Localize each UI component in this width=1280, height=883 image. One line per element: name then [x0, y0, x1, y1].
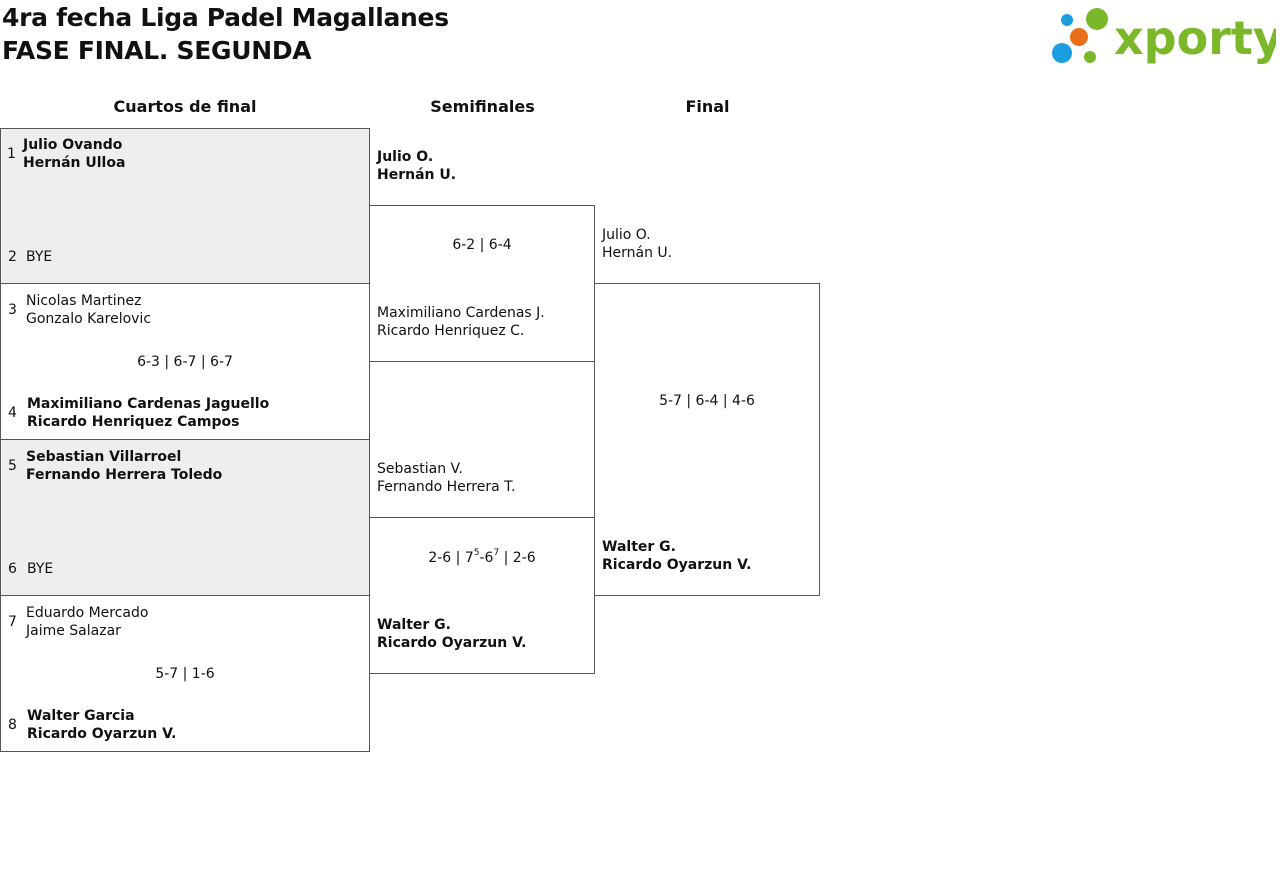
team-player: Walter G. — [602, 539, 676, 555]
team-player: Eduardo Mercado — [26, 605, 149, 621]
team-player: Sebastian Villarroel — [26, 449, 182, 465]
seed-number: 3 — [8, 302, 17, 318]
seed-number: 7 — [8, 614, 17, 630]
logo-text: xporty — [1114, 11, 1276, 65]
round-header-final: Final — [685, 97, 730, 116]
team-player: Hernán U. — [602, 245, 673, 261]
xporty-logo[interactable]: xporty — [1050, 4, 1276, 68]
seed-number: 6 — [8, 561, 17, 577]
team-player: BYE — [26, 249, 53, 265]
team-player: Ricardo Oyarzun V. — [602, 557, 752, 573]
match-score: 5-7 | 6-4 | 4-6 — [659, 393, 755, 409]
team-player: BYE — [27, 561, 54, 577]
page-title: 4ra fecha Liga Padel Magallanes — [2, 3, 449, 32]
team-player: Hernán U. — [377, 167, 457, 183]
team-player: Ricardo Henriquez Campos — [27, 414, 240, 430]
match-score: 6-2 | 6-4 — [452, 237, 512, 253]
quarterfinal-match-1[interactable] — [0, 128, 370, 284]
team-player: Jaime Salazar — [26, 623, 121, 639]
match-score: 6-3 | 6-7 | 6-7 — [137, 354, 233, 370]
team-player: Julio O. — [377, 149, 434, 165]
team-player: Walter G. — [377, 617, 451, 633]
team-player: Ricardo Henriquez C. — [377, 323, 525, 339]
team-player: Julio Ovando — [23, 137, 123, 153]
team-player: Fernando Herrera Toledo — [26, 467, 223, 483]
match-score: 2-6 | 75-67 | 2-6 — [428, 548, 536, 566]
team-player: Fernando Herrera T. — [377, 479, 516, 495]
round-header-semifinals: Semifinales — [430, 97, 535, 116]
team-player: Hernán Ulloa — [23, 155, 126, 171]
team-player: Gonzalo Karelovic — [26, 311, 152, 327]
team-player: Ricardo Oyarzun V. — [27, 726, 177, 742]
team-player: Julio O. — [602, 227, 651, 243]
team-player: Maximiliano Cardenas Jaguello — [27, 396, 270, 412]
final-match[interactable] — [594, 283, 820, 596]
page-subtitle: FASE FINAL. SEGUNDA — [2, 36, 312, 65]
team-player: Maximiliano Cardenas J. — [377, 305, 545, 321]
team-player: Ricardo Oyarzun V. — [377, 635, 527, 651]
seed-number: 8 — [8, 717, 17, 733]
seed-number: 2 — [8, 249, 17, 265]
seed-number: 5 — [8, 458, 17, 474]
round-header-quarterfinals: Cuartos de final — [113, 97, 257, 116]
quarterfinal-match-3[interactable] — [0, 439, 370, 596]
match-score: 5-7 | 1-6 — [155, 666, 215, 682]
team-player: Nicolas Martinez — [26, 293, 142, 309]
seed-number: 1 — [7, 146, 16, 162]
seed-number: 4 — [8, 405, 17, 421]
team-player: Walter Garcia — [27, 708, 135, 724]
team-player: Sebastian V. — [377, 461, 463, 477]
